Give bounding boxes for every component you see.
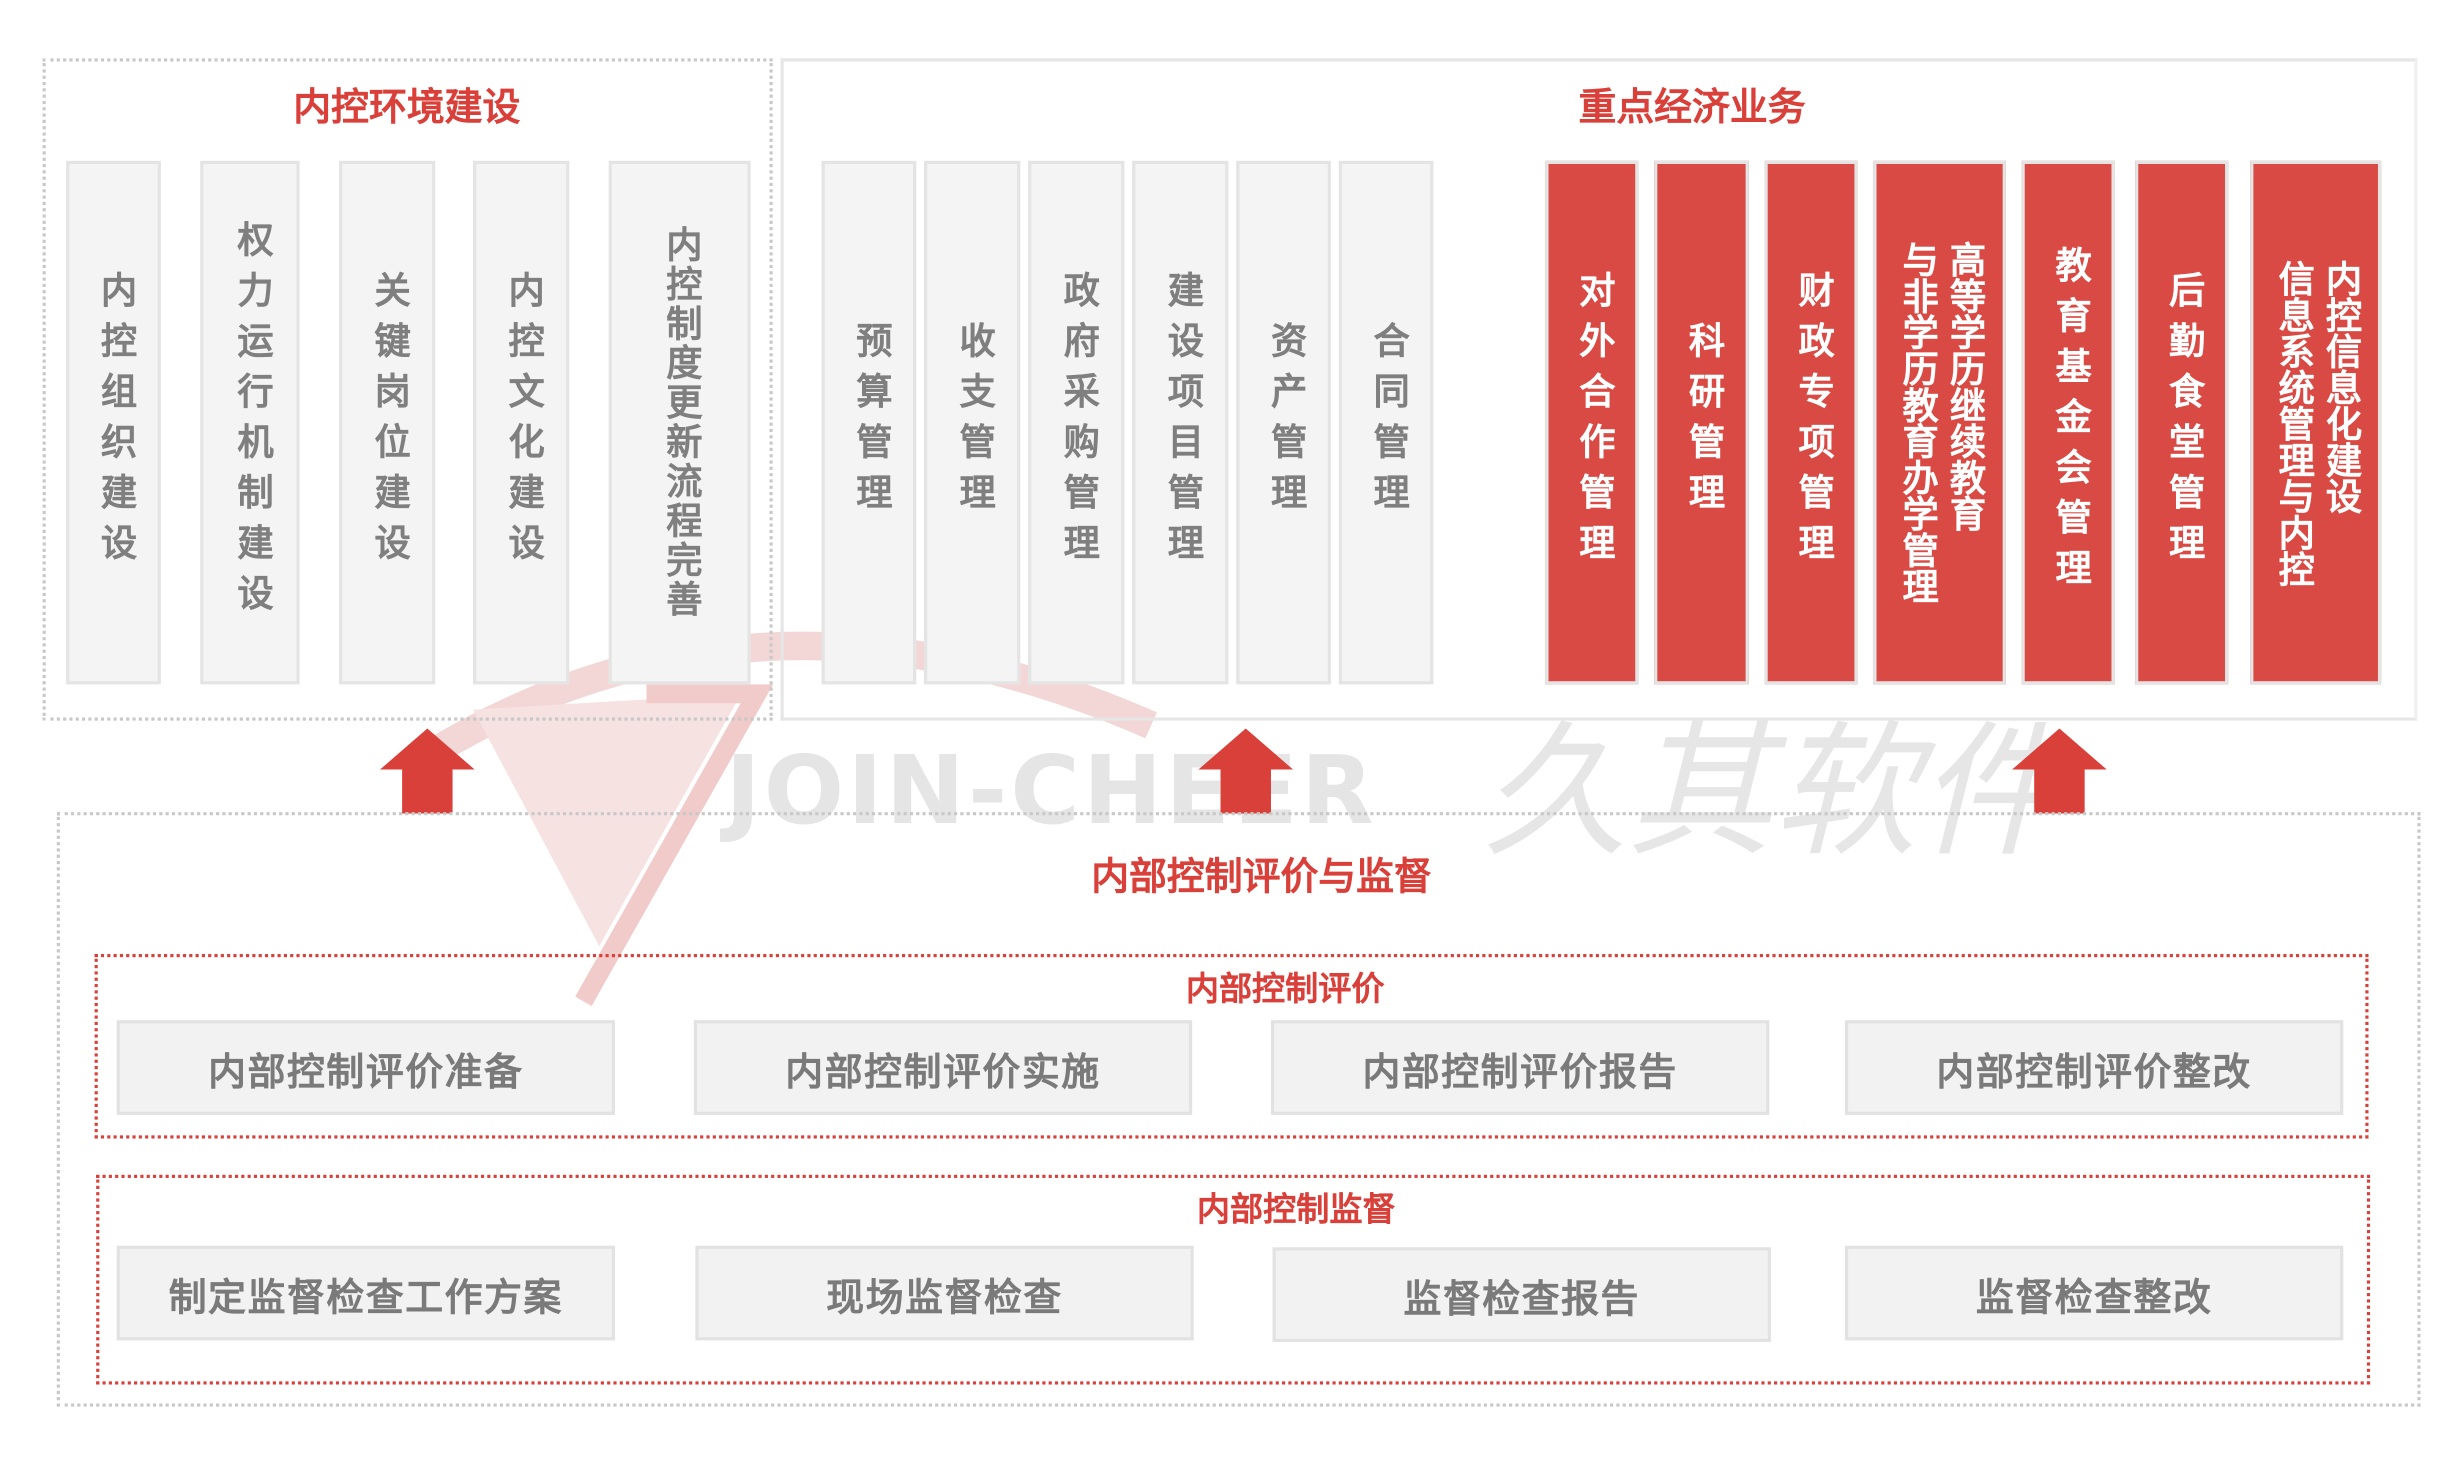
supervision-step: 监督检查报告: [1272, 1247, 1771, 1342]
item-label: 权力运行机制建设: [230, 220, 272, 625]
key-business-item: 对外合作管理: [1545, 160, 1639, 685]
environment-panel: [42, 58, 773, 721]
item-label: 内控制度更新流程完善: [659, 225, 701, 620]
business-item: 合同管理: [1338, 160, 1434, 685]
item-label: 合同管理: [1366, 321, 1408, 524]
evaluation-section: [94, 954, 2369, 1139]
evaluation-supervision-panel: [56, 812, 2421, 1407]
item-label: 内控信息化建设: [2318, 259, 2360, 514]
evaluation-step: 内部控制评价准备: [116, 1020, 615, 1115]
environment-item: 权力运行机制建设: [200, 160, 300, 685]
business-item: 建设项目管理: [1132, 160, 1229, 685]
business-item: 预算管理: [821, 160, 917, 685]
item-label: 收支管理: [952, 321, 994, 524]
supervision-step: 现场监督检查: [695, 1245, 1194, 1341]
environment-item: 内控文化建设: [473, 160, 570, 685]
item-label: 对外合作管理: [1572, 271, 1614, 574]
item-label: 科研管理: [1681, 321, 1723, 524]
environment-item: 关键岗位建设: [339, 160, 436, 685]
evaluation-step: 内部控制评价整改: [1844, 1020, 2344, 1115]
key-business-item: 高等学历继续教育与非学历教育办学管理: [1873, 160, 2006, 685]
evaluation-title: 内部控制评价: [1185, 969, 1385, 1008]
environment-title: 内控环境建设: [293, 85, 521, 130]
key-business-item: 内控信息化建设信息系统管理与内控: [2250, 160, 2382, 685]
key-business-item: 财政专项管理: [1764, 160, 1858, 685]
supervision-section: [96, 1174, 2371, 1385]
environment-item: 内控组织建设: [66, 160, 161, 685]
item-label: 资产管理: [1263, 321, 1305, 524]
item-label: 政府采购管理: [1056, 271, 1098, 574]
supervision-step: 监督检查整改: [1844, 1245, 2344, 1341]
item-label: 高等学历继续教育: [1942, 241, 1984, 532]
environment-item: 内控制度更新流程完善: [608, 160, 751, 685]
business-panel: [780, 58, 2418, 721]
item-label: 内控组织建设: [93, 271, 135, 574]
item-label: 与非学历教育办学管理: [1895, 241, 1937, 604]
supervision-step: 制定监督检查工作方案: [116, 1245, 615, 1341]
evaluation-supervision-title: 内部控制评价与监督: [1091, 854, 1432, 899]
item-label: 教育基金会管理: [2048, 245, 2090, 600]
evaluation-step: 内部控制评价报告: [1270, 1020, 1770, 1115]
key-business-item: 科研管理: [1654, 160, 1749, 685]
item-label: 关键岗位建设: [367, 271, 409, 574]
item-label: 内控文化建设: [501, 271, 543, 574]
item-label: 财政专项管理: [1791, 271, 1833, 574]
item-label: 建设项目管理: [1160, 271, 1202, 574]
arrow-up-icon: [2012, 728, 2107, 814]
business-item: 资产管理: [1236, 160, 1331, 685]
business-item: 收支管理: [924, 160, 1021, 685]
supervision-title: 内部控制监督: [1196, 1190, 1396, 1229]
business-title: 重点经济业务: [1578, 85, 1806, 130]
key-business-item: 后勤食堂管理: [2135, 160, 2229, 685]
key-business-item: 教育基金会管理: [2021, 160, 2115, 685]
arrow-up-icon: [1198, 728, 1294, 814]
business-item: 政府采购管理: [1028, 160, 1125, 685]
item-label: 后勤食堂管理: [2161, 271, 2203, 574]
item-label: 信息系统管理与内控: [2271, 259, 2313, 586]
arrow-up-icon: [380, 728, 475, 814]
evaluation-step: 内部控制评价实施: [693, 1020, 1193, 1115]
item-label: 预算管理: [849, 321, 891, 524]
